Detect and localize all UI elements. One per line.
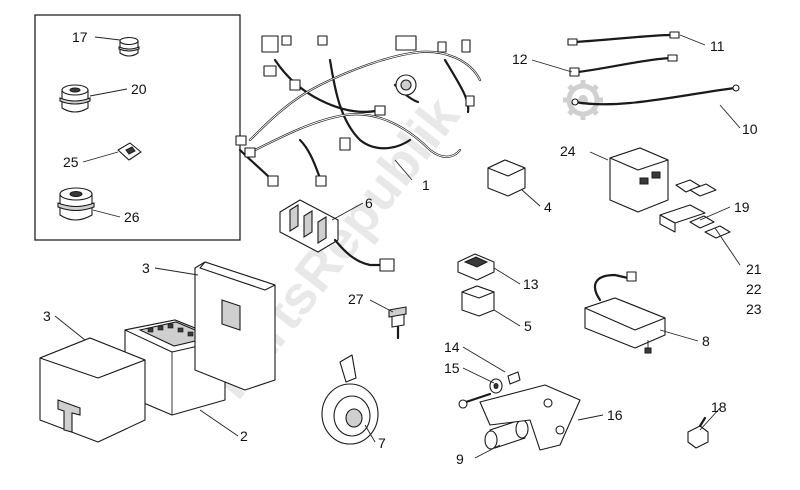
label-6: 6: [365, 195, 373, 211]
cable-10: [571, 84, 740, 106]
label-5: 5: [524, 318, 532, 334]
wiring-harness: [235, 35, 482, 187]
inset-box: [34, 14, 241, 241]
fuse-holder: [659, 204, 706, 233]
stop-switch: [687, 416, 709, 449]
label-7: 7: [378, 435, 386, 451]
relay-small: [461, 285, 495, 317]
label-8: 8: [702, 333, 710, 349]
battery-cover-rear: [194, 261, 276, 391]
screw-set: [458, 371, 521, 409]
label-25: 25: [63, 154, 79, 170]
cable-clip: [117, 142, 142, 161]
label-18: 18: [711, 399, 727, 415]
label-1: 1: [422, 177, 430, 193]
label-4: 4: [544, 199, 552, 215]
label-24: 24: [560, 143, 576, 159]
voltage-regulator: [279, 199, 395, 272]
cable-12: [569, 54, 678, 77]
label-21: 21: [746, 261, 762, 277]
control-unit: [584, 271, 666, 354]
neutral-switch: [388, 306, 407, 340]
cable-11: [567, 31, 680, 46]
grommet-small: [118, 36, 140, 57]
horn: [321, 354, 379, 445]
label-3-front: 3: [43, 308, 51, 324]
condenser: [484, 419, 529, 450]
label-10: 10: [742, 121, 758, 137]
callout-labels: 1 2 3 3 4 5 6 7 8 9 10 11 12 13 14 15 16…: [43, 29, 762, 467]
label-20: 20: [131, 81, 147, 97]
label-14: 14: [444, 339, 460, 355]
label-3-rear: 3: [142, 260, 150, 276]
watermark-gear-icon: [563, 80, 603, 120]
label-2: 2: [240, 428, 248, 444]
label-15: 15: [444, 360, 460, 376]
relay-holder: [457, 253, 495, 281]
label-27: 27: [348, 291, 364, 307]
relay-large: [487, 159, 526, 197]
label-12: 12: [512, 51, 528, 67]
label-22: 22: [746, 281, 762, 297]
label-17: 17: [72, 29, 88, 45]
label-13: 13: [523, 276, 539, 292]
grommet-large: [57, 187, 95, 221]
label-23: 23: [746, 301, 762, 317]
leader-lines: [54, 34, 741, 459]
label-16: 16: [607, 407, 623, 423]
grommet-medium: [59, 84, 91, 113]
mounting-bracket: [479, 384, 581, 451]
label-11: 11: [710, 38, 725, 54]
label-19: 19: [734, 199, 750, 215]
label-26: 26: [124, 209, 140, 225]
battery-cover-front: [39, 337, 146, 443]
label-9: 9: [456, 451, 464, 467]
fuse-box: [609, 147, 669, 213]
